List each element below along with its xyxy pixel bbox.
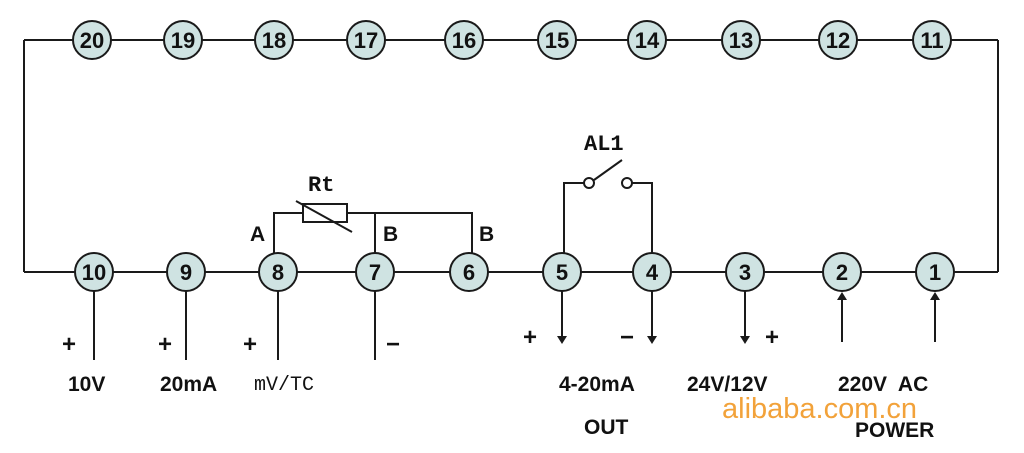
terminal-20-label: 20 — [80, 28, 104, 53]
label-10v: 10V — [68, 373, 105, 396]
terminal-13: 13 — [721, 20, 761, 60]
al1-label: AL1 — [584, 132, 624, 157]
terminal-11-label: 11 — [920, 28, 943, 53]
terminal-4-label: 4 — [646, 260, 659, 285]
bottom-terminal-row: 10 9 8 7 6 5 4 3 2 1 — [74, 252, 955, 292]
b-label-6: B — [479, 223, 494, 246]
terminal-8: 8 — [258, 252, 298, 292]
terminal-5: 5 — [542, 252, 582, 292]
sign-7: − — [386, 331, 400, 358]
outer-frame — [23, 39, 999, 273]
bottom-labels: 10V 20mA mV/TC 4-20mA OUT 24V/12V 220V A… — [68, 373, 934, 442]
terminal-3-label: 3 — [739, 260, 751, 285]
terminal-19: 19 — [163, 20, 203, 60]
rt-label: Rt — [308, 173, 334, 198]
terminal-3: 3 — [725, 252, 765, 292]
sign-8: + — [243, 331, 257, 358]
terminal-10-label: 10 — [82, 260, 106, 285]
al1-relay: AL1 — [563, 132, 653, 272]
terminal-7-label: 7 — [369, 260, 381, 285]
sign-3: + — [765, 324, 779, 351]
terminal-9: 9 — [166, 252, 206, 292]
watermark: alibaba.com.cn — [722, 393, 917, 425]
terminal-leads — [93, 291, 940, 360]
terminal-19-label: 19 — [171, 28, 195, 53]
label-220v-ac: 220V AC — [838, 373, 928, 396]
terminal-18-label: 18 — [262, 28, 286, 53]
label-out: OUT — [584, 416, 629, 439]
terminal-11: 11 — [912, 20, 952, 60]
relay-contact-left — [583, 177, 595, 189]
terminal-14: 14 — [627, 20, 667, 60]
rt-thermistor-slash — [295, 200, 353, 233]
relay-contact-right — [621, 177, 633, 189]
label-4-20ma: 4-20mA — [559, 373, 635, 396]
terminal-17: 17 — [346, 20, 386, 60]
a-label: A — [250, 223, 265, 246]
rt-resistor — [302, 203, 348, 223]
sign-10: + — [62, 331, 76, 358]
terminal-15-label: 15 — [545, 28, 569, 53]
label-mv-tc: mV/TC — [254, 374, 314, 397]
label-24v-12v: 24V/12V — [687, 373, 768, 396]
terminal-15: 15 — [537, 20, 577, 60]
polarity-signs: + + + − + − + — [62, 324, 779, 358]
terminal-1: 1 — [915, 252, 955, 292]
terminal-9-label: 9 — [180, 260, 192, 285]
terminal-16: 16 — [444, 20, 484, 60]
terminal-6: 6 — [449, 252, 489, 292]
sign-5: + — [523, 324, 537, 351]
terminal-12-label: 12 — [826, 28, 850, 53]
terminal-4: 4 — [632, 252, 672, 292]
terminal-14-label: 14 — [635, 28, 660, 53]
terminal-2-label: 2 — [836, 260, 848, 285]
terminal-17-label: 17 — [354, 28, 378, 53]
terminal-12: 12 — [818, 20, 858, 60]
sign-9: + — [158, 331, 172, 358]
terminal-7: 7 — [355, 252, 395, 292]
terminal-13-label: 13 — [729, 28, 753, 53]
top-terminal-row: 20 19 18 17 16 15 14 13 12 11 — [72, 20, 952, 60]
terminal-18: 18 — [254, 20, 294, 60]
terminal-16-label: 16 — [452, 28, 476, 53]
terminal-20: 20 — [72, 20, 112, 60]
sign-4: − — [620, 324, 634, 351]
terminal-5-label: 5 — [556, 260, 568, 285]
terminal-2: 2 — [822, 252, 862, 292]
label-power: POWER — [855, 419, 934, 442]
terminal-10: 10 — [74, 252, 114, 292]
rtd-circuit: Rt A B B — [250, 173, 494, 272]
b-label-7: B — [383, 223, 398, 246]
terminal-6-label: 6 — [463, 260, 475, 285]
terminal-8-label: 8 — [272, 260, 284, 285]
label-20ma: 20mA — [160, 373, 217, 396]
terminal-1-label: 1 — [929, 260, 941, 285]
relay-switch-blade — [593, 159, 623, 181]
